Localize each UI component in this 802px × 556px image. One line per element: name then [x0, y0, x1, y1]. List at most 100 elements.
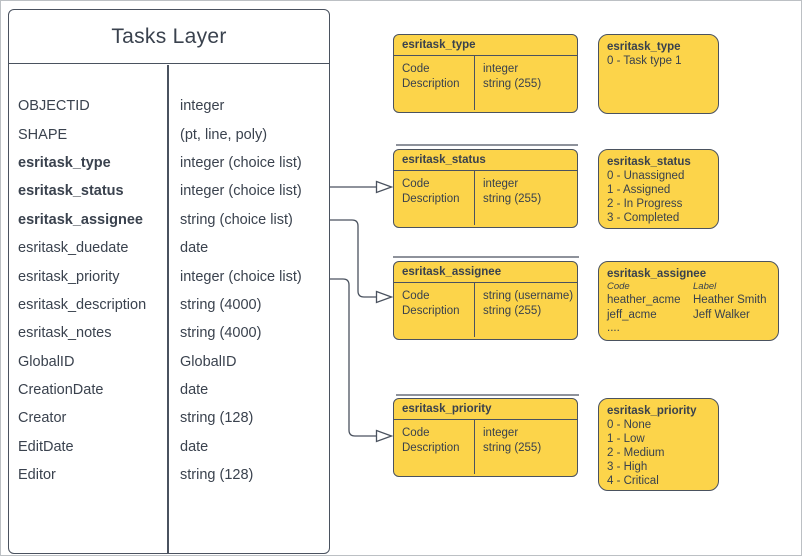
field-row: EditDate date: [9, 433, 329, 461]
field-row: esritask_type integer (choice list): [9, 149, 329, 177]
domain-item: 0 - Unassigned: [607, 170, 685, 182]
domain-item: 0 - None: [607, 419, 652, 431]
field-name: Editor: [18, 467, 56, 484]
lookup-field: Code: [402, 427, 430, 439]
tasks-layer-title: Tasks Layer: [9, 10, 329, 64]
field-row: Editor string (128): [9, 461, 329, 489]
field-type: integer (choice list): [180, 154, 302, 171]
domain-col-header: Code: [607, 281, 630, 292]
edge-priority: [330, 278, 376, 437]
lookup-field: Description: [402, 305, 460, 317]
field-row: OBJECTID integer: [9, 92, 329, 120]
domain-item: 4 - Critical: [607, 475, 659, 487]
domain-title: esritask_priority: [607, 405, 697, 417]
lookup-table-esritask-type: esritask_type Code Description integer s…: [393, 34, 578, 113]
tasks-layer-box: Tasks Layer OBJECTID integer SHAPE (pt, li…: [8, 9, 330, 554]
field-row: esritask_duedate date: [9, 234, 329, 262]
field-type: integer (choice list): [180, 268, 302, 285]
lookup-field-column: Code Description: [394, 56, 475, 110]
lookup-table-esritask-priority: esritask_priority Code Description integ…: [393, 398, 578, 477]
field-type: string (choice list): [180, 211, 293, 228]
field-list: OBJECTID integer SHAPE (pt, line, poly) es…: [9, 64, 329, 489]
domain-esritask-type: esritask_type 0 - Task type 1: [598, 34, 719, 114]
field-name: EditDate: [18, 438, 74, 455]
field-type: string (128): [180, 467, 254, 484]
domain-item: 1 - Assigned: [607, 184, 671, 196]
domain-code: jeff_acme: [607, 308, 657, 321]
lookup-field: Code: [402, 63, 430, 75]
field-name: CreationDate: [18, 382, 104, 399]
lookup-type: string (255): [483, 78, 542, 90]
domain-label: Heather Smith: [693, 294, 767, 306]
field-name: GlobalID: [18, 353, 75, 370]
domain-item: 3 - Completed: [607, 212, 680, 224]
field-type: date: [180, 438, 209, 455]
domain-item: 3 - High: [607, 461, 648, 473]
field-type: date: [180, 240, 209, 257]
lookup-type: string (username): [483, 290, 574, 302]
field-name: esritask_notes: [18, 325, 112, 342]
lookup-type: string (255): [483, 305, 542, 317]
lookup-field: Description: [402, 78, 460, 90]
field-name: esritask_description: [18, 296, 147, 313]
lookup-type: integer: [483, 178, 519, 190]
field-name: SHAPE: [18, 126, 68, 143]
domain-esritask-priority: esritask_priority 0 - None 1 - Low 2 - M…: [598, 398, 719, 491]
domain-title: esritask_assignee: [607, 268, 707, 280]
domain-item: 1 - Low: [607, 433, 645, 445]
lookup-type: integer: [483, 427, 519, 439]
lookup-field: Description: [402, 193, 460, 205]
field-name: esritask_status: [18, 183, 124, 200]
lookup-table-esritask-status: esritask_status Code Description integer…: [393, 149, 578, 228]
field-row: esritask_status integer (choice list): [9, 177, 329, 205]
domain-value-table: Code Label heather_acme Heather Smith je…: [607, 281, 774, 322]
domain-title: esritask_status: [607, 156, 691, 168]
lookup-field: Code: [402, 290, 430, 302]
field-name: esritask_assignee: [18, 211, 143, 228]
arrowhead-icon: [375, 429, 394, 443]
lookup-type-column: integer string (255): [475, 171, 541, 225]
arrowhead-icon: [375, 290, 394, 304]
lookup-type-column: integer string (255): [475, 420, 541, 474]
field-name: Creator: [18, 410, 67, 427]
domain-esritask-assignee: esritask_assignee Code Label heather_acm…: [598, 261, 779, 341]
field-type: GlobalID: [180, 353, 237, 370]
domain-title: esritask_type: [607, 41, 681, 53]
domain-item: 2 - Medium: [607, 447, 665, 459]
field-type: (pt, line, poly): [180, 126, 268, 143]
lookup-table-title: esritask_priority: [394, 399, 577, 420]
field-type: integer: [180, 98, 225, 115]
lookup-field-column: Code Description: [394, 420, 475, 474]
lookup-field: Code: [402, 178, 430, 190]
lookup-type-column: integer string (255): [475, 56, 541, 110]
domain-code: heather_acme: [607, 294, 681, 306]
field-row: esritask_assignee string (choice list): [9, 206, 329, 234]
field-name: OBJECTID: [18, 98, 90, 115]
lookup-table-title: esritask_status: [394, 150, 577, 171]
lookup-table-body: Code Description integer string (255): [394, 56, 577, 110]
lookup-table-title: esritask_assignee: [394, 262, 577, 283]
lookup-type: string (255): [483, 442, 542, 454]
domain-esritask-status: esritask_status 0 - Unassigned 1 - Assig…: [598, 149, 719, 229]
field-type: date: [180, 382, 209, 399]
field-type: integer (choice list): [180, 183, 302, 200]
lookup-table-body: Code Description integer string (255): [394, 420, 577, 474]
domain-item: 2 - In Progress: [607, 198, 683, 210]
lookup-table-title: esritask_type: [394, 35, 577, 56]
lookup-field-column: Code Description: [394, 171, 475, 225]
lookup-type: string (255): [483, 193, 542, 205]
lookup-type: integer: [483, 63, 519, 75]
field-row: SHAPE (pt, line, poly): [9, 120, 329, 148]
lookup-table-body: Code Description string (username) strin…: [394, 283, 577, 337]
column-divider: [167, 64, 169, 553]
edge-assignee: [330, 219, 376, 298]
field-name: esritask_duedate: [18, 240, 129, 257]
field-name: esritask_type: [18, 154, 111, 171]
lookup-table-body: Code Description integer string (255): [394, 171, 577, 225]
lookup-table-esritask-assignee: esritask_assignee Code Description strin…: [393, 261, 578, 340]
